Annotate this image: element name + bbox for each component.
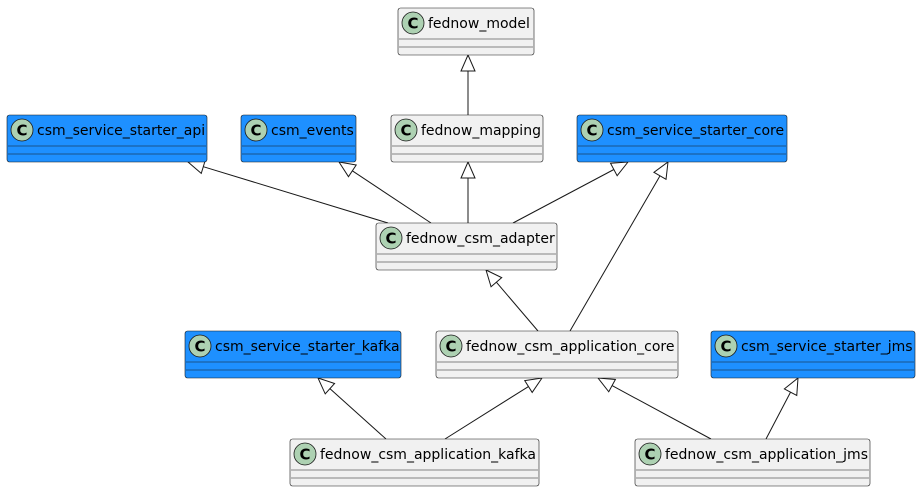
inheritance-arrowhead	[653, 160, 669, 181]
inheritance-arrowhead	[460, 53, 476, 72]
edge-line	[611, 385, 712, 440]
inheritance-edge-fednow_csm_adapter-to-fednow_mapping	[460, 160, 476, 223]
class-box	[6, 114, 208, 163]
class-name: fednow_csm_application_kafka	[320, 447, 536, 463]
inheritance-edge-fednow_csm_application_jms-to-fednow_csm_application_core	[596, 377, 712, 440]
class-name: csm_service_starter_jms	[741, 339, 913, 355]
class-spot-letter: C	[299, 446, 310, 464]
class-spot-letter: C	[586, 122, 597, 140]
inheritance-arrowhead	[523, 377, 544, 394]
inheritance-arrowhead	[460, 160, 476, 179]
class-spot-letter: C	[400, 122, 411, 140]
class-spot-icon	[638, 442, 662, 466]
edge-line	[444, 386, 529, 440]
inheritance-edge-fednow_csm_adapter-to-csm_service_starter_core	[512, 161, 630, 224]
inheritance-edge-fednow_csm_application_core-to-csm_service_starter_core	[569, 160, 669, 332]
inheritance-edge-fednow_csm_application_core-to-fednow_csm_adapter	[485, 269, 539, 332]
edge-line	[569, 175, 661, 332]
edge-line	[352, 170, 432, 224]
class-box	[184, 330, 402, 379]
inheritance-arrowhead	[485, 269, 503, 288]
class-spot-icon	[394, 118, 418, 142]
inheritance-arrowhead	[337, 161, 358, 178]
class-spot-icon	[714, 334, 738, 358]
inheritance-edge-fednow_csm_adapter-to-csm_service_starter_api	[186, 159, 389, 224]
class-box	[390, 114, 544, 163]
edge-line	[765, 391, 792, 440]
inheritance-edge-fednow_csm_adapter-to-csm_events	[337, 161, 432, 224]
inheritance-edge-fednow_mapping-to-fednow_model	[460, 53, 476, 115]
class-spot-icon	[580, 118, 604, 142]
class-name: fednow_mapping	[421, 123, 541, 139]
class-box	[289, 438, 540, 487]
class-box	[240, 114, 357, 163]
inheritance-arrowhead	[609, 161, 630, 177]
edge-line	[203, 166, 389, 224]
class-box	[634, 438, 871, 487]
class-spot-icon	[439, 334, 463, 358]
class-box	[576, 114, 788, 163]
class-spot-icon	[379, 226, 403, 250]
inheritance-edges	[186, 53, 799, 440]
inheritance-arrowhead	[317, 377, 336, 395]
class-name: fednow_model	[428, 16, 530, 32]
inheritance-edge-fednow_csm_application_kafka-to-fednow_csm_application_core	[444, 377, 544, 440]
class-spot-letter: C	[250, 122, 261, 140]
class-name: fednow_csm_application_jms	[665, 447, 868, 463]
class-name: fednow_csm_adapter	[406, 231, 555, 247]
edge-line	[512, 169, 615, 224]
edge-line	[495, 281, 539, 332]
class-name: csm_service_starter_api	[37, 123, 205, 139]
class-spot-icon	[10, 118, 34, 142]
class-spot-letter: C	[194, 338, 205, 356]
class-box	[710, 330, 916, 379]
class-spot-letter: C	[407, 15, 418, 33]
class-spot-letter: C	[720, 338, 731, 356]
class-spot-icon	[188, 334, 212, 358]
class-spot-letter: C	[385, 230, 396, 248]
inheritance-arrowhead	[596, 377, 617, 393]
class-name: csm_events	[271, 123, 354, 139]
edge-line	[329, 388, 387, 440]
class-box	[435, 330, 679, 379]
class-spot-icon	[401, 11, 425, 35]
inheritance-arrowhead	[783, 376, 799, 397]
class-box	[375, 222, 558, 271]
class-spot-letter: C	[16, 122, 27, 140]
inheritance-edge-fednow_csm_application_kafka-to-csm_service_starter_kafka	[317, 377, 387, 440]
class-spot-letter: C	[445, 338, 456, 356]
class-spot-icon	[293, 442, 317, 466]
class-spot-letter: C	[644, 446, 655, 464]
inheritance-edge-fednow_csm_application_jms-to-csm_service_starter_jms	[765, 376, 799, 440]
class-name: csm_service_starter_core	[607, 123, 784, 139]
class-box	[397, 7, 535, 56]
class-name: fednow_csm_application_core	[466, 339, 675, 355]
class-name: csm_service_starter_kafka	[215, 339, 400, 355]
class-spot-icon	[244, 118, 268, 142]
